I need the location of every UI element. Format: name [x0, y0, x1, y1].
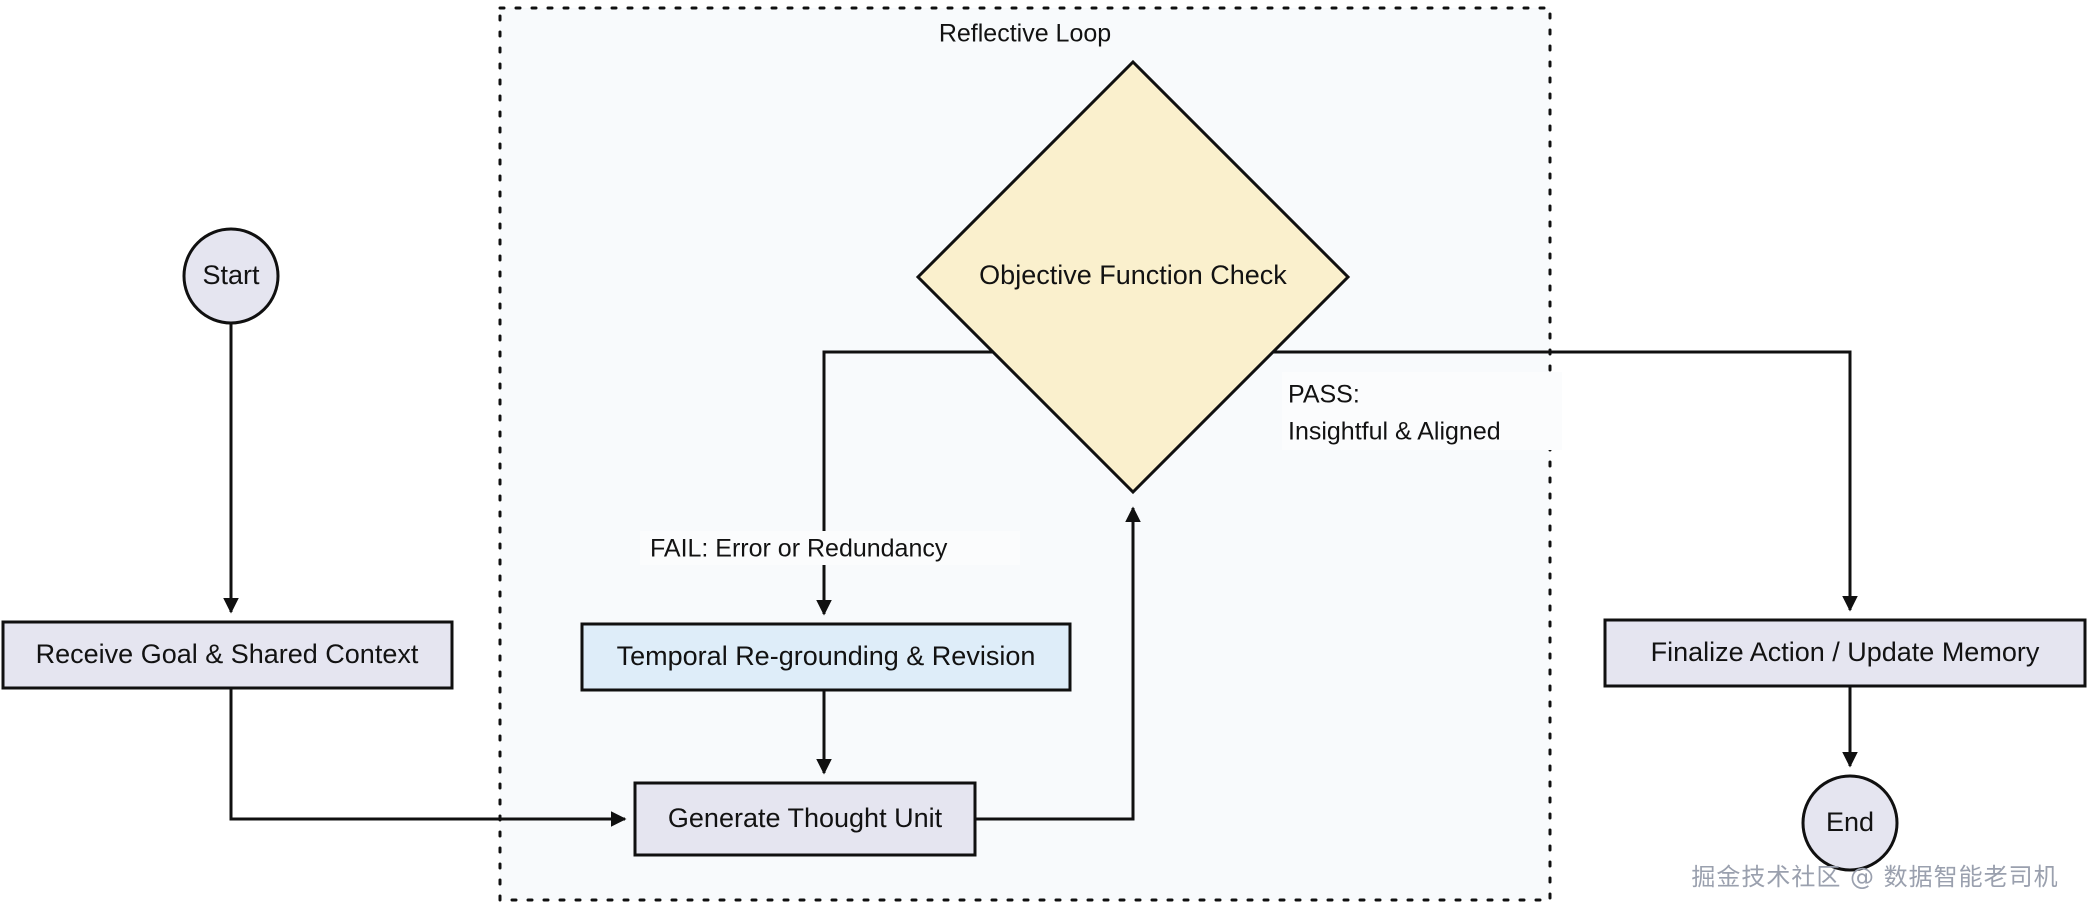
edge-generate-to-objective-check	[975, 506, 1141, 821]
node-temporal-regrounding-label: Temporal Re-grounding & Revision	[617, 641, 1036, 671]
pass-label-bg	[1282, 372, 1562, 450]
node-objective-function-check[interactable]	[915, 59, 1351, 495]
node-start-label: Start	[202, 260, 260, 290]
node-finalize-action-label: Finalize Action / Update Memory	[1651, 637, 2040, 667]
node-receive-goal-label: Receive Goal & Shared Context	[36, 639, 419, 669]
fail-label-bg	[640, 531, 1020, 565]
edge-label-pass-line1: PASS:	[1288, 381, 1360, 409]
node-generate-thought-unit[interactable]	[633, 781, 977, 857]
node-objective-function-check-label: Objective Function Check	[979, 260, 1287, 290]
node-temporal-regrounding[interactable]	[580, 622, 1072, 692]
reflective-loop-container	[498, 6, 1552, 902]
edge-label-pass-line2: Insightful & Aligned	[1288, 418, 1501, 446]
edge-receive-goal-to-generate	[229, 688, 627, 827]
node-end[interactable]	[1801, 774, 1899, 872]
node-start[interactable]	[182, 227, 280, 325]
node-receive-goal[interactable]	[1, 620, 454, 690]
watermark: 掘金技术社区 @ 数据智能老司机	[1691, 863, 2058, 891]
reflective-loop-label: Reflective Loop	[939, 20, 1111, 48]
node-end-label: End	[1826, 807, 1874, 837]
node-generate-thought-unit-label: Generate Thought Unit	[668, 803, 943, 833]
edge-objective-check-fail-to-temporal	[816, 350, 1008, 616]
edge-label-fail: FAIL: Error or Redundancy	[650, 535, 948, 563]
node-finalize-action[interactable]	[1603, 618, 2087, 688]
edge-objective-check-pass-to-finalize	[1258, 350, 1858, 612]
